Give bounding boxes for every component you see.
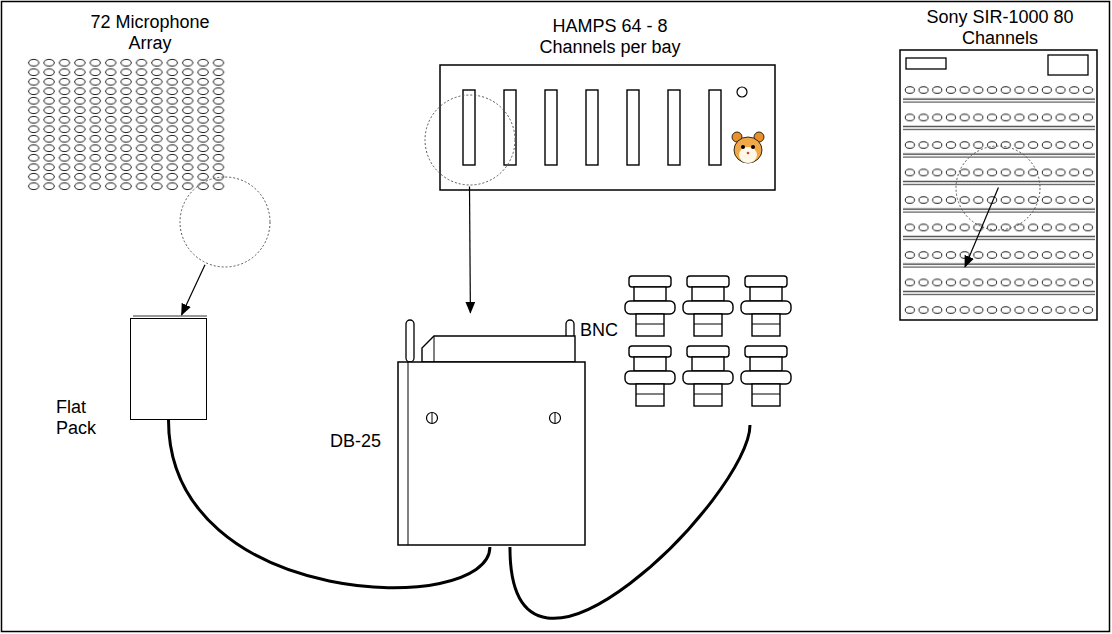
node-label: Sony SIR-1000 80 Channels [905,7,1095,48]
node-label: DB-25 [330,431,392,452]
callout-arrow [965,187,998,267]
microphone-array: 72 Microphone Array [25,10,275,270]
callout-arrow [182,265,205,315]
recorder-rack: Sony SIR-1000 80 Channels [860,5,1105,325]
flat-pack-connector: Flat Pack [130,318,207,420]
amplifier-rack: HAMPS 64 - 8 Channels per bay [435,12,780,192]
callout-arrow [469,187,471,313]
node-label: Flat Pack [56,397,116,438]
node-label: HAMPS 64 - 8 Channels per bay [520,16,700,57]
db25-connector: DB-25 [330,315,590,547]
cable [510,425,750,618]
bnc-connectors: BNC [578,270,793,425]
node-label: 72 Microphone Array [85,12,215,53]
node-label: BNC [580,320,624,341]
cable [169,420,490,588]
